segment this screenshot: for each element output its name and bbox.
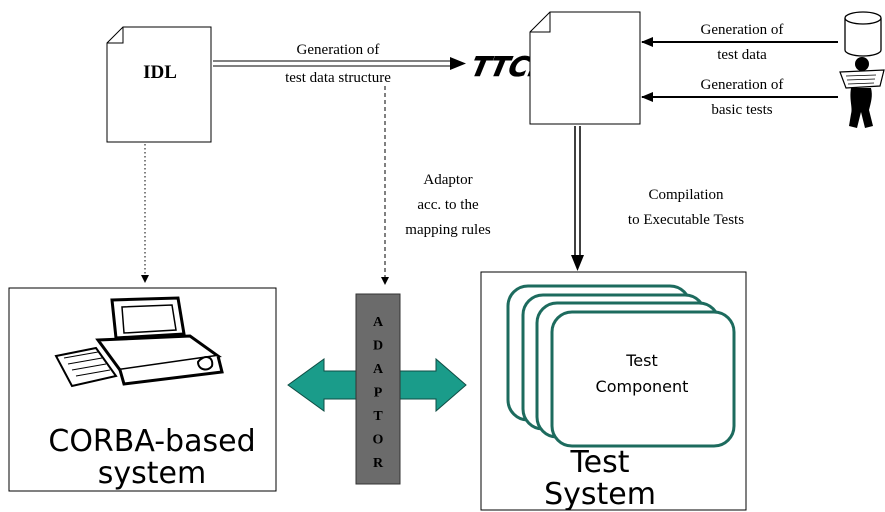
test-component-line2: Component — [596, 377, 689, 396]
adaptor-note-line3: mapping rules — [405, 222, 491, 238]
adaptor-letter: A — [373, 362, 384, 377]
edge-label-idl-line2: test data structure — [285, 70, 391, 86]
adaptor-letter: D — [373, 339, 383, 354]
ttcn3-document — [529, 11, 641, 125]
edge-label-testdata-line1: Generation of — [701, 22, 784, 38]
corba-label-line2: system — [98, 456, 206, 491]
adaptor-note-line1: Adaptor — [423, 172, 472, 188]
corba-label-line1: CORBA-based — [48, 424, 255, 459]
adaptor-letter: O — [373, 433, 384, 448]
person-reading-icon — [839, 57, 885, 128]
idl-label: IDL — [143, 62, 177, 83]
adaptor-letter: R — [373, 456, 384, 471]
compilation-label-line1: Compilation — [649, 187, 725, 203]
edge-label-basictests-line1: Generation of — [701, 77, 784, 93]
test-system-line2: System — [544, 477, 656, 512]
idl-document: IDL — [106, 26, 212, 143]
adaptor-letter: A — [373, 315, 384, 330]
document-icon — [106, 26, 212, 143]
edge-label-idl-line1: Generation of — [297, 42, 380, 58]
compilation-label-line2: to Executable Tests — [628, 212, 744, 228]
adaptor-box — [355, 293, 401, 485]
test-components-stack — [506, 284, 736, 448]
edge-label-testdata-line2: test data — [717, 47, 767, 63]
test-system-line1: Test — [569, 445, 629, 480]
adaptor-letter: P — [374, 386, 383, 401]
arrow-compilation — [571, 126, 584, 271]
test-component-line1: Test — [625, 351, 658, 370]
computer-icon — [54, 296, 224, 388]
adaptor-note-line2: acc. to the — [417, 197, 479, 213]
database-icon — [844, 11, 882, 57]
edge-label-basictests-line2: basic tests — [711, 102, 772, 118]
test-component-card — [550, 310, 736, 448]
adaptor-letter: T — [373, 409, 383, 424]
arrow-idl-to-ttcn3 — [213, 57, 466, 70]
